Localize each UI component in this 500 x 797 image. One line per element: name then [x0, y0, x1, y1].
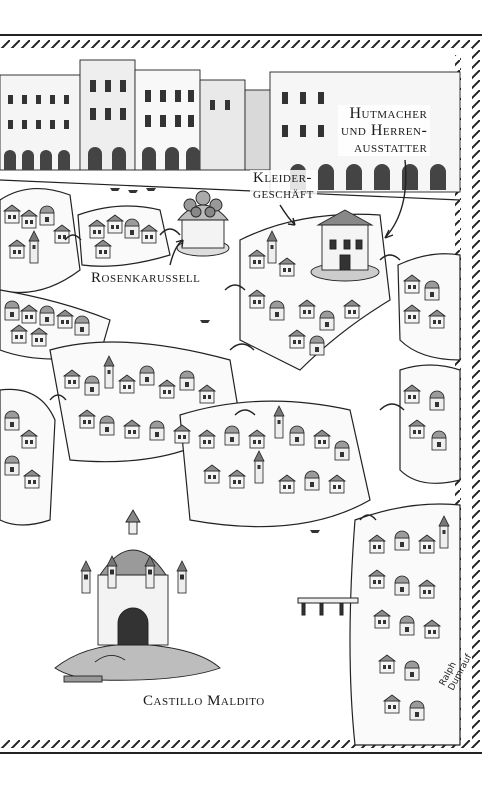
bridges: [49, 228, 405, 521]
pier: [297, 597, 359, 616]
label-kleider-line2: geschäft: [253, 186, 314, 202]
label-hutmacher-line1: Hutmacher: [349, 105, 428, 122]
label-castillo-maldito: Castillo Maldito: [140, 693, 268, 710]
label-arrows: [169, 159, 407, 266]
label-hutmacher-line3: ausstatter: [354, 139, 428, 156]
label-hutmacher-line2: und Herren-: [341, 122, 428, 139]
rose-carousel: [176, 190, 230, 257]
hat-shop-island: [310, 209, 380, 282]
label-kleidergeschaeft: Kleider- geschäft: [250, 170, 317, 202]
label-hutmacher: Hutmacher und Herren- ausstatter: [338, 105, 431, 156]
label-kleider-line1: Kleider-: [253, 170, 312, 186]
label-rosenkarussell: Rosenkarussell: [88, 270, 204, 287]
castillo-maldito: [54, 509, 221, 683]
